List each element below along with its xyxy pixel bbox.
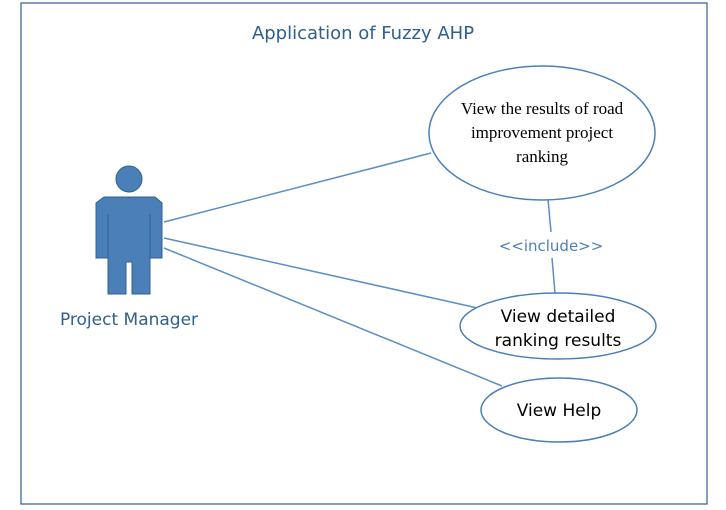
use-case-ranking-line-3: ranking bbox=[516, 147, 568, 166]
use-case-ranking-results[interactable] bbox=[428, 65, 656, 201]
use-case-detailed-line-1: View detailed bbox=[501, 307, 616, 327]
use-case-help-line-1: View Help bbox=[517, 401, 602, 421]
use-case-detailed-ranking[interactable] bbox=[459, 292, 657, 360]
actor-body bbox=[95, 196, 163, 295]
actor-head bbox=[115, 165, 143, 193]
include-label: <<include>> bbox=[499, 237, 604, 255]
actor-project-manager bbox=[95, 165, 163, 295]
use-case-ranking-line-1: View the results of road bbox=[461, 99, 624, 118]
use-case-detailed-line-2: ranking results bbox=[495, 331, 622, 351]
include-line-lower bbox=[551, 257, 556, 294]
system-title: Application of Fuzzy AHP bbox=[252, 23, 474, 44]
association-help bbox=[163, 247, 503, 387]
use-case-view-help[interactable] bbox=[480, 377, 638, 443]
association-ranking bbox=[163, 152, 432, 223]
use-case-ranking-line-2: improvement project bbox=[471, 123, 613, 142]
actor-label: Project Manager bbox=[60, 310, 198, 330]
association-detailed bbox=[163, 237, 483, 310]
include-line-upper bbox=[547, 198, 552, 233]
